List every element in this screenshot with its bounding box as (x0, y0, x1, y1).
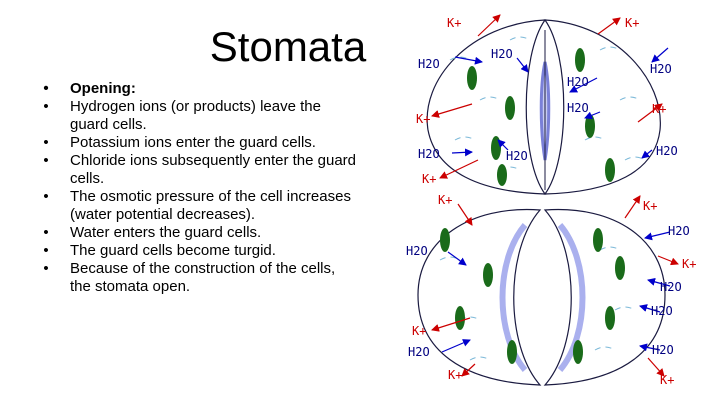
bullet-dot: • (43, 80, 49, 97)
bullet-item: • Opening: (40, 80, 360, 98)
potassium-label: K+ (448, 368, 462, 382)
water-label: H2O (652, 343, 674, 357)
chloroplast (483, 263, 493, 287)
bullet-dot: • (43, 134, 49, 151)
bullet-text: Potassium ions enter the guard cells. (70, 134, 316, 151)
chloroplast (507, 340, 517, 364)
bullet-text: The osmotic pressure of the cell increas… (70, 188, 351, 223)
chloroplast (575, 48, 585, 72)
chloroplast (593, 228, 603, 252)
water-label: H2O (656, 144, 678, 158)
water-label: H2O (506, 149, 528, 163)
water-label: H2O (406, 244, 428, 258)
water-label: H2O (418, 147, 440, 161)
water-label: H2O (651, 304, 673, 318)
bullet-text: Opening: (70, 80, 136, 97)
bullet-item: • Hydrogen ions (or products) leave the g… (40, 98, 360, 134)
bullet-text: Because of the construction of the cells… (70, 260, 336, 295)
ion-arrows (431, 14, 669, 179)
chloroplast (497, 164, 507, 186)
bullet-item: • The guard cells become turgid. (40, 242, 360, 260)
water-label: H2O (418, 57, 440, 71)
open-stoma (417, 208, 666, 386)
potassium-label: K+ (447, 16, 461, 30)
bullet-dot: • (43, 188, 49, 205)
chloroplast (585, 114, 595, 138)
bullet-text: The guard cells become turgid. (70, 242, 276, 259)
water-label: H2O (491, 47, 513, 61)
bullet-item: • Chloride ions subsequently enter the gu… (40, 152, 360, 188)
slide-title: Stomata (209, 23, 367, 70)
bullet-dot: • (43, 260, 49, 277)
potassium-label: K+ (412, 324, 426, 338)
guard-cell-left (417, 208, 542, 386)
guard-cell-right (543, 19, 661, 195)
water-label: H2O (650, 62, 672, 76)
potassium-label: K+ (652, 102, 666, 116)
diagram-labels: K+ K+ H2O H2O H2O H2O K+ H2O K+ H2O H2O … (406, 16, 696, 387)
bullet-item: • Because of the construction of the cell… (40, 260, 360, 296)
water-label: H2O (668, 224, 690, 238)
water-label: H2O (408, 345, 430, 359)
bullet-text: Chloride ions subsequently enter the gua… (70, 152, 357, 187)
chloroplast (440, 228, 450, 252)
chloroplast (491, 136, 501, 160)
potassium-label: K+ (438, 193, 452, 207)
chloroplast (605, 306, 615, 330)
chloroplast (455, 306, 465, 330)
potassium-label: K+ (660, 373, 674, 387)
bullet-dot: • (43, 224, 49, 241)
bullet-text: Hydrogen ions (or products) leave the gu… (70, 98, 321, 133)
potassium-label: K+ (416, 112, 430, 126)
chloroplast (573, 340, 583, 364)
bullet-item: • Water enters the guard cells. (40, 224, 360, 242)
chloroplast (615, 256, 625, 280)
bullet-dot: • (43, 98, 49, 115)
chloroplast (605, 158, 615, 182)
bullet-dot: • (43, 242, 49, 259)
potassium-label: K+ (643, 199, 657, 213)
bullet-dot: • (43, 152, 49, 169)
water-label: H2O (660, 280, 682, 294)
chloroplast (467, 66, 477, 90)
bullet-item: • The osmotic pressure of the cell increa… (40, 188, 360, 224)
water-label: H2O (567, 101, 589, 115)
potassium-label: K+ (422, 172, 436, 186)
chloroplast (505, 96, 515, 120)
potassium-label: K+ (682, 257, 696, 271)
closed-stoma (426, 19, 661, 195)
bullet-list: • Opening: • Hydrogen ions (or products) l… (40, 80, 360, 296)
water-label: H2O (567, 75, 589, 89)
guard-cell-left (426, 19, 547, 195)
bullet-item: • Potassium ions enter the guard cells. (40, 134, 360, 152)
guard-cell-right (543, 208, 666, 386)
open-pore-wall-right (557, 223, 586, 372)
ion-arrows-open (431, 195, 679, 377)
potassium-label: K+ (625, 16, 639, 30)
bullet-text: Water enters the guard cells. (70, 224, 262, 241)
